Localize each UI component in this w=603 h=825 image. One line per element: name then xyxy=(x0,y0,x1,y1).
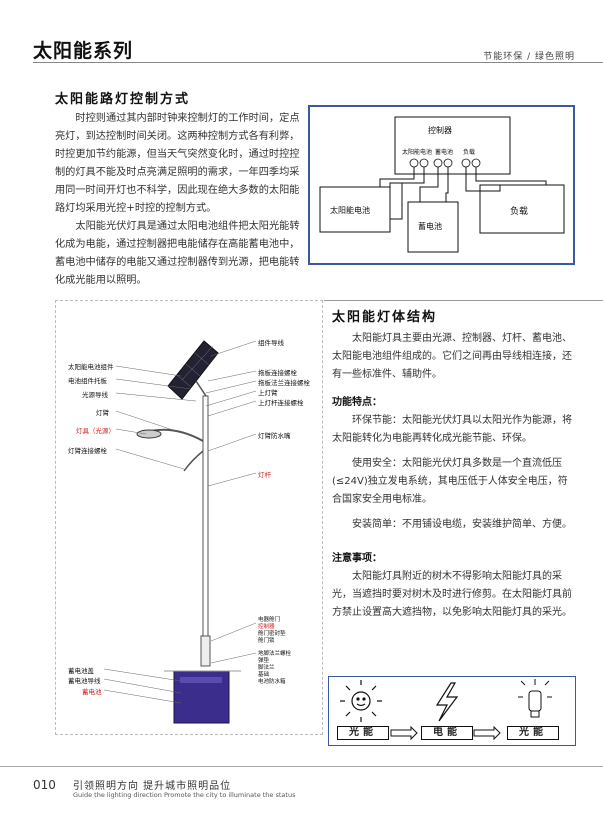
label-tray-flange-bolt: 拖板法兰连接螺栓 xyxy=(258,379,310,387)
bulb-icon xyxy=(518,679,552,718)
page-number: 010 xyxy=(33,778,56,792)
label-arm-waterproof: 灯臂防水嘴 xyxy=(258,432,291,440)
label-tray-bolt: 拖板连接螺栓 xyxy=(258,369,297,377)
section2-divider xyxy=(324,300,603,301)
energy-flow-diagram: 光能 电能 光能 xyxy=(328,676,576,746)
label-battery: 蓄电池 xyxy=(82,688,102,696)
terminal-label-solar: 太阳能电池 xyxy=(402,149,433,156)
section-body-lamp-structure: 太阳能灯具主要由光源、控制器、灯杆、蓄电池、太阳能电池组件组成的。它们之间再由导… xyxy=(332,330,572,622)
energy-flow-graphics xyxy=(340,679,552,741)
paragraph-intro: 太阳能灯具主要由光源、控制器、灯杆、蓄电池、太阳能电池组件组成的。它们之间再由导… xyxy=(332,333,572,380)
label-door-seal: 舱门密封垫 xyxy=(258,631,286,637)
controller-wiring-diagram: 控制器 太阳能电池 蓄电池 负载 太阳能电池 蓄电池 负载 xyxy=(308,105,575,265)
label-battery-wire: 蓄电池导线 xyxy=(68,677,101,685)
terminal-label-battery: 蓄电池 xyxy=(435,149,454,156)
label-foot-flange: 脚法兰 xyxy=(258,665,275,671)
label-arm-bolt: 灯臂连接螺栓 xyxy=(68,447,107,455)
solar-cell-label: 太阳能电池 xyxy=(330,206,370,215)
load-box xyxy=(479,184,565,234)
header-divider xyxy=(33,62,603,63)
energy-step-light: 光能 xyxy=(337,726,389,740)
paragraph: 时控则通过其内部时钟来控制灯的工作时间，定点亮灯，到达控制时间关闭。这两种控制方… xyxy=(55,113,300,214)
terminal-label-load: 负载 xyxy=(463,149,476,156)
label-controller: 控制器 xyxy=(258,624,275,630)
paragraph-feature: 环保节能：太阳能光伏灯具以太阳光作为能源，将太阳能转化为电能再转化成光能节能、环… xyxy=(332,415,572,444)
label-foundation: 基础 xyxy=(258,672,270,678)
footer-slogan-en: Guide the lighting direction Promote the… xyxy=(73,791,296,799)
sun-icon xyxy=(340,680,382,722)
paragraph: 太阳能光伏灯具是通过太阳电池组件把太阳光能转化成为电能，通过控制器把电能储存在高… xyxy=(55,221,300,286)
label-electric-door: 电器舱门 xyxy=(258,617,281,623)
lamp-pole xyxy=(202,395,209,667)
subheading-notes: 注意事项： xyxy=(332,553,382,564)
wiring-lines xyxy=(319,116,565,253)
label-spring-washer: 弹垫 xyxy=(258,658,270,664)
label-anchor-bolt: 地脚法兰螺栓 xyxy=(258,651,292,657)
label-door-lock: 舱门锁 xyxy=(258,638,275,644)
battery-box xyxy=(407,201,459,253)
battery-label: 蓄电池 xyxy=(418,222,442,231)
section-title-control-mode: 太阳能路灯控制方式 xyxy=(55,92,191,107)
lamp-head xyxy=(136,429,162,439)
page-header-title: 太阳能系列 xyxy=(33,40,134,62)
electrical-door xyxy=(200,635,211,667)
label-battery-case: 电池防水箱 xyxy=(258,679,286,685)
load-label: 负载 xyxy=(510,207,529,217)
label-lamp-arm: 灯臂 xyxy=(96,409,109,417)
label-lamp-light-source: 灯具（光源） xyxy=(76,427,115,435)
section-title-lamp-structure: 太阳能灯体结构 xyxy=(332,310,438,325)
label-upper-pole-bolt: 上灯杆连接螺栓 xyxy=(258,399,304,407)
battery-lid xyxy=(180,677,222,683)
lamp-drawing xyxy=(103,340,257,724)
section-body-control-mode: 时控则通过其内部时钟来控制灯的工作时间，定点亮灯，到达控制时间关闭。这两种控制方… xyxy=(55,110,301,290)
label-module-tray: 电池组件托板 xyxy=(68,377,107,385)
label-solar-module: 太阳能电池组件 xyxy=(68,363,114,371)
footer-divider xyxy=(0,766,603,767)
label-light-wire: 光源导线 xyxy=(82,391,108,399)
lamp-structure-diagram: 太阳能电池组件 电池组件托板 光源导线 灯臂 灯具（光源） 灯臂连接螺栓 组件导… xyxy=(55,300,323,735)
page-header-tagline: 节能环保 / 绿色照明 xyxy=(483,52,575,62)
terminal-row xyxy=(409,158,481,168)
energy-step-electric: 电能 xyxy=(421,726,473,740)
label-pole: 灯杆 xyxy=(258,471,271,479)
paragraph-note: 太阳能灯具附近的树木不得影响太阳能灯具的采光，当遮挡时要对树木及时进行修剪。在太… xyxy=(332,571,572,618)
solar-cell-box xyxy=(319,186,391,233)
solar-panel xyxy=(167,340,219,400)
paragraph-feature: 使用安全：太阳能光伏灯具多数是一个直流低压(≤24V)独立发电系统，其电压低于人… xyxy=(332,458,568,505)
controller-label: 控制器 xyxy=(428,126,452,135)
leader-lines xyxy=(103,340,257,704)
arm-brace xyxy=(183,450,204,472)
wires xyxy=(379,167,547,220)
label-upper-arm: 上灯臂 xyxy=(258,389,278,397)
footer-slogan: 引领照明方向 提升城市照明品位 xyxy=(73,781,232,792)
paragraph-feature: 安装简单：不用铺设电缆，安装维护简单、方便。 xyxy=(352,519,572,530)
subheading-features: 功能特点： xyxy=(332,397,382,408)
label-module-wire: 组件导线 xyxy=(258,339,284,347)
lightning-icon xyxy=(435,682,459,722)
label-battery-cover: 蓄电池盖 xyxy=(68,667,94,675)
energy-step-light-out: 光能 xyxy=(507,726,559,740)
arrow-right-icon xyxy=(390,725,501,741)
